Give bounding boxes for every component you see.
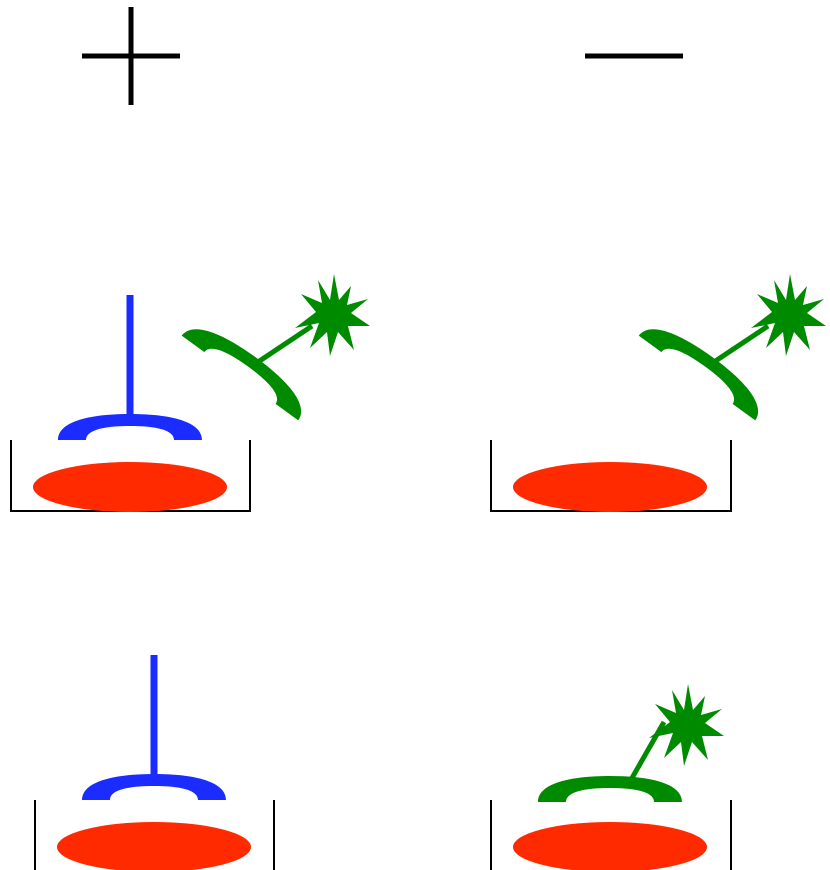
red-sample — [513, 822, 707, 870]
panel-top-right — [490, 274, 826, 512]
starburst-icon — [295, 274, 370, 356]
green-probe-stem — [253, 323, 314, 367]
red-sample — [513, 462, 707, 512]
starburst-icon — [751, 274, 826, 356]
panel-top-left — [10, 274, 370, 512]
plus-icon — [82, 7, 180, 105]
panel-bottom-left — [34, 655, 275, 870]
green-probe-cap — [538, 776, 682, 802]
green-probe — [181, 314, 314, 421]
green-probe-stem — [709, 323, 770, 367]
green-probe-cap — [638, 314, 771, 421]
green-probe-cap — [181, 314, 314, 421]
red-sample — [57, 822, 251, 870]
panel-bottom-right — [490, 684, 732, 870]
blue-probe-cap — [58, 414, 202, 440]
green-probe — [638, 314, 771, 421]
blue-probe-cap — [82, 774, 226, 800]
red-sample — [33, 462, 227, 512]
